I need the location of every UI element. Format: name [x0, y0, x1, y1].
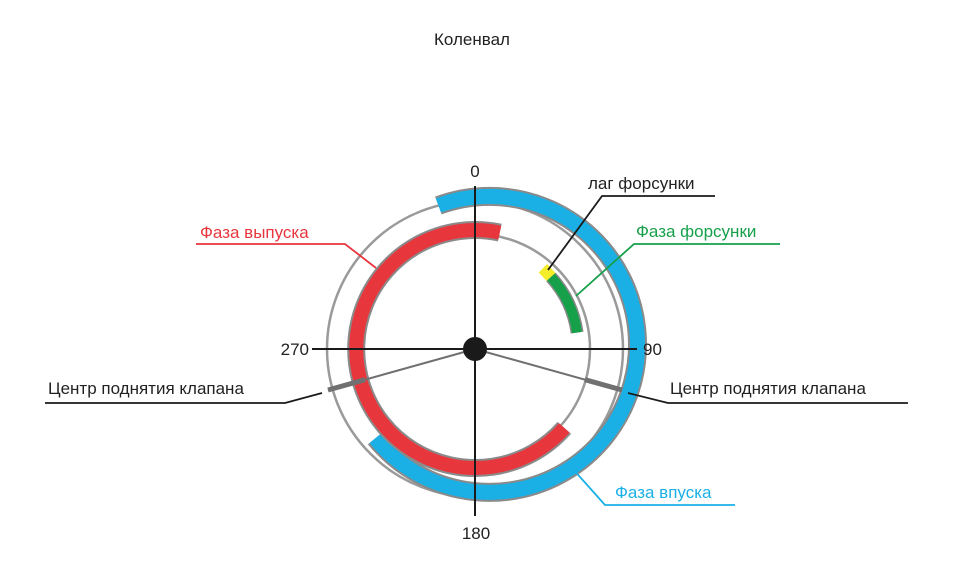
- valve-lift-center-leader-left: [45, 392, 323, 404]
- exhaust-phase-leader: [196, 243, 377, 269]
- injector-lag-label: лаг форсунки: [588, 174, 695, 193]
- exhaust-phase-arc: [349, 223, 570, 476]
- valve-lift-center-line-left-thick: [327, 377, 366, 393]
- intake-phase-leader: [571, 467, 735, 506]
- injector-lag-arc: [538, 263, 556, 281]
- injector-phase-arc: [547, 273, 583, 334]
- injector-lag-leader: [547, 195, 715, 271]
- injector-phase-leader: [575, 243, 780, 297]
- angle-label-270: 270: [281, 340, 309, 359]
- valve-lift-center-label-right: Центр поднятия клапана: [670, 379, 866, 398]
- valve-lift-center-leader-right: [627, 392, 908, 404]
- angle-label-90: 90: [643, 340, 662, 359]
- valve-lift-center-label-left: Центр поднятия клапана: [48, 379, 244, 398]
- diagram-title: Коленвал: [434, 30, 510, 49]
- valve-lift-center-line-right-thick: [584, 377, 623, 393]
- angle-label-180: 180: [462, 524, 490, 543]
- angle-label-0: 0: [470, 162, 479, 181]
- exhaust-phase-label: Фаза выпуска: [200, 223, 309, 242]
- injector-phase-label: Фаза форсунки: [636, 222, 756, 241]
- crank-center-hub: [463, 337, 487, 361]
- intake-phase-label: Фаза впуска: [615, 483, 712, 502]
- intake-phase-arc: [369, 188, 646, 500]
